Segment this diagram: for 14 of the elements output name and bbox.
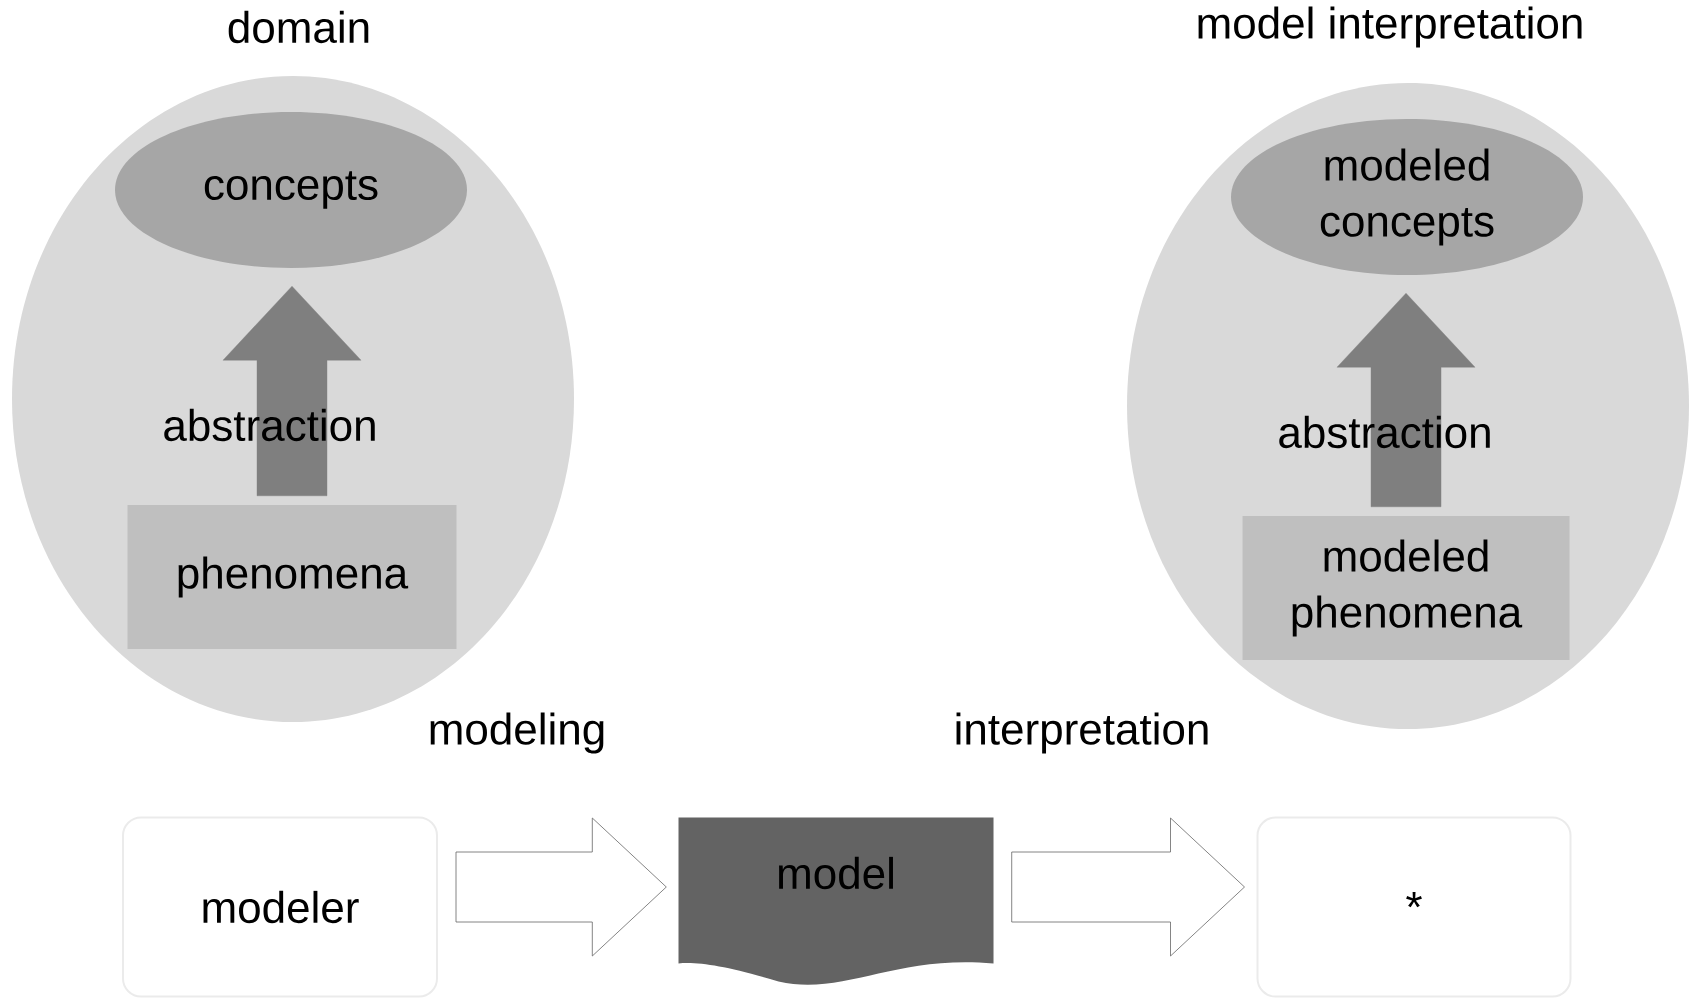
phenomena-box: phenomena	[127, 505, 457, 649]
phenomena-box: modeled phenomena	[1242, 516, 1570, 660]
block-arrow	[455, 817, 667, 957]
block-arrow	[222, 286, 362, 496]
block-arrow	[1336, 293, 1476, 507]
edge-label: modeling	[430, 712, 604, 754]
node-label: model interpretation	[1198, 6, 1582, 48]
rounded-box: modeler	[122, 816, 438, 998]
block-arrow	[1011, 817, 1245, 957]
rounded-box: *	[1256, 816, 1572, 998]
node-label: domain	[228, 10, 369, 44]
edge-label: interpretation	[956, 712, 1208, 754]
edge-label: abstraction	[164, 408, 375, 442]
edge-label: abstraction	[1279, 415, 1490, 449]
